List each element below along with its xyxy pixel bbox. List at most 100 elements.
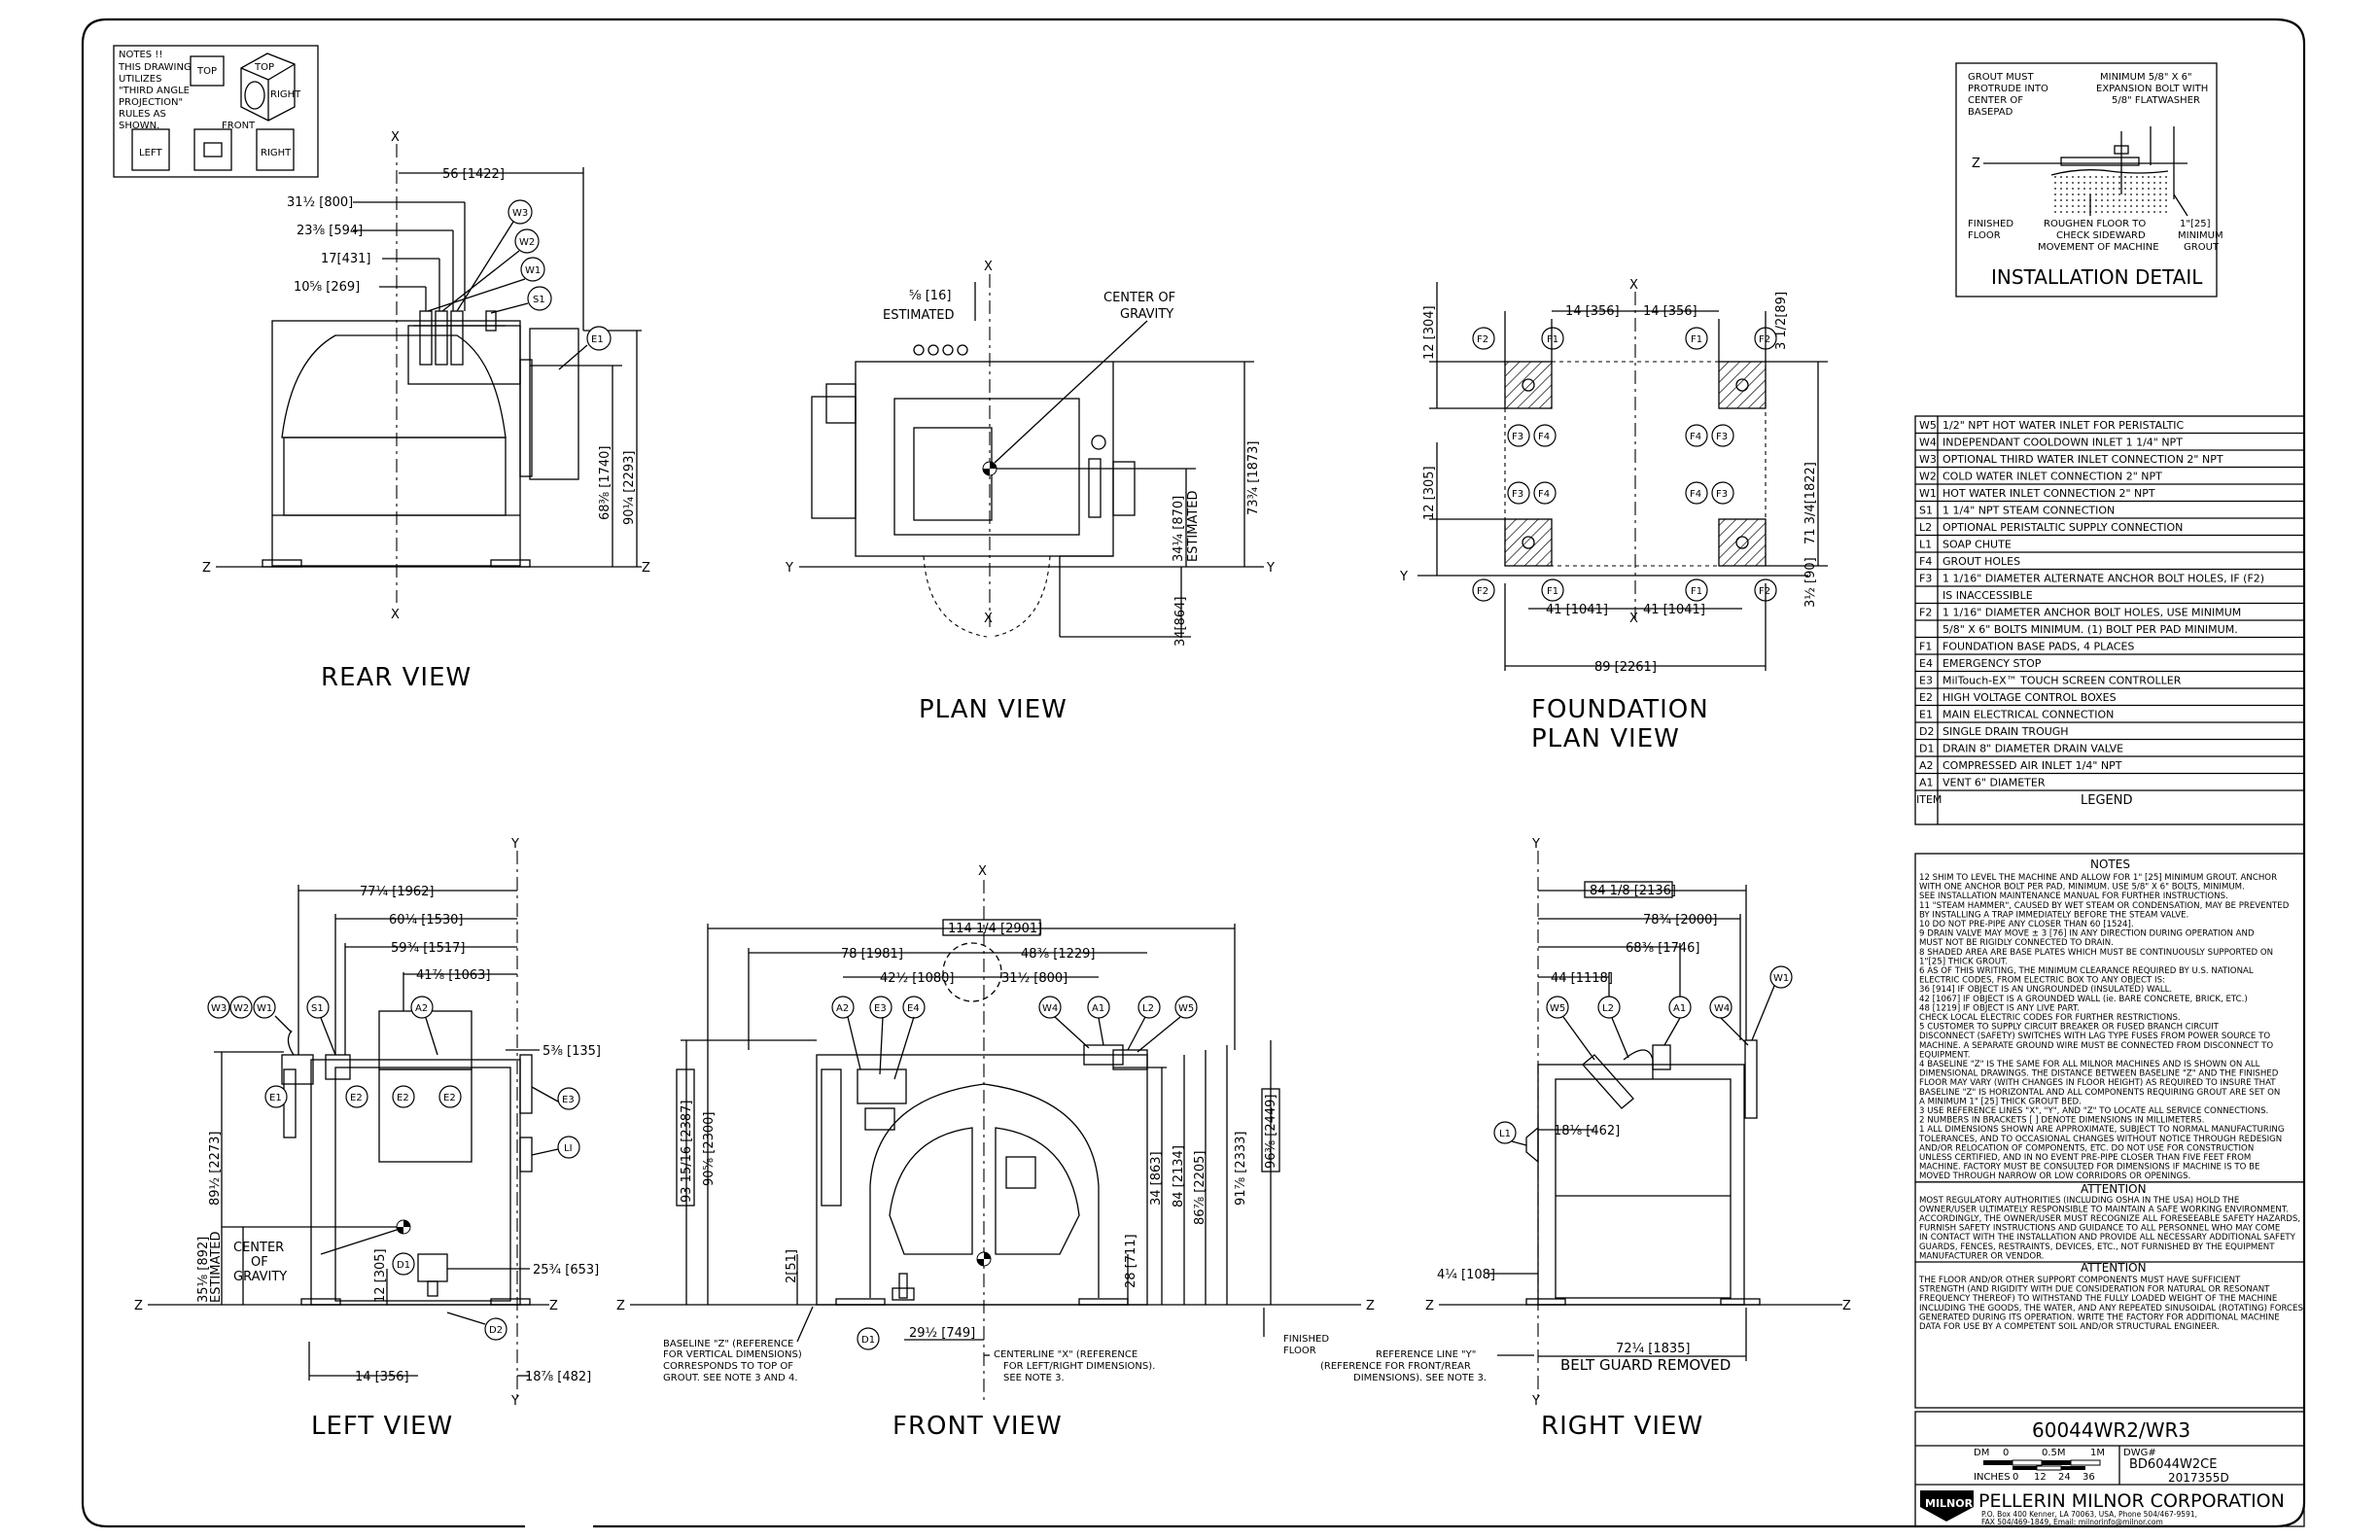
svg-text:X: X [1629, 278, 1638, 293]
svg-text:L2: L2 [1142, 1003, 1154, 1014]
svg-text:FLOOR: FLOOR [1968, 230, 2001, 241]
svg-text:W4: W4 [1714, 1003, 1730, 1014]
svg-text:18⅞ [482]: 18⅞ [482] [525, 1370, 591, 1384]
svg-text:41 [1041]: 41 [1041] [1643, 603, 1705, 617]
svg-text:FINISHED: FINISHED [1968, 219, 2013, 229]
svg-text:90¼ [2293]: 90¼ [2293] [622, 450, 637, 525]
svg-text:34[864]: 34[864] [1173, 597, 1188, 648]
svg-text:59¾ [1517]: 59¾ [1517] [391, 941, 466, 956]
attention-line: ACCORDINGLY, THE OWNER/USER MUST RECOGNI… [1919, 1214, 2300, 1224]
svg-text:73¾ [1873]: 73¾ [1873] [1246, 440, 1261, 515]
svg-text:77¼ [1962]: 77¼ [1962] [360, 885, 435, 899]
svg-text:5⅜ [135]: 5⅜ [135] [542, 1044, 601, 1059]
svg-text:0.5M: 0.5M [2042, 1448, 2066, 1458]
attention-line: THE FLOOR AND/OR OTHER SUPPORT COMPONENT… [1918, 1276, 2241, 1285]
svg-text:CHECK SIDEWARD: CHECK SIDEWARD [2056, 230, 2146, 241]
note-line: 6 AS OF THIS WRITING, THE MINIMUM CLEARA… [1919, 966, 2254, 976]
svg-text:W1: W1 [525, 265, 541, 276]
svg-text:LI: LI [564, 1143, 573, 1154]
svg-text:68⅜ [1740]: 68⅜ [1740] [598, 445, 612, 520]
svg-text:44 [1118]: 44 [1118] [1551, 971, 1613, 986]
milnor-logo: MILNOR [1920, 1490, 1974, 1522]
legend-item-code: E2 [1919, 691, 1933, 704]
svg-text:5/8" FLATWASHER: 5/8" FLATWASHER [2112, 95, 2200, 106]
svg-text:FINISHED: FINISHED [1283, 1334, 1329, 1345]
rear-view: X X Z Z 56 [1422] 31½ [800] 23⅜ [594] 17… [202, 130, 650, 692]
attention-line: OWNER/USER ULTIMATELY RESPONSIBLE TO MAI… [1919, 1205, 2289, 1214]
projection-note: NOTES !! THIS DRAWING UTILIZES "THIRD AN… [113, 45, 319, 178]
svg-text:25¾ [653]: 25¾ [653] [533, 1263, 599, 1278]
svg-text:MINIMUM 5/8" X 6": MINIMUM 5/8" X 6" [2100, 72, 2192, 83]
installation-detail: GROUT MUST PROTRUDE INTO CENTER OF BASEP… [1955, 62, 2223, 298]
svg-text:89 [2261]: 89 [2261] [1594, 660, 1657, 675]
sheet-border [81, 18, 2306, 1528]
svg-text:31½ [800]: 31½ [800] [287, 195, 353, 210]
svg-text:W4: W4 [1042, 1003, 1058, 1014]
svg-text:23⅜ [594]: 23⅜ [594] [297, 224, 363, 238]
legend-item-code: F1 [1919, 641, 1932, 653]
svg-text:PLAN VIEW: PLAN VIEW [919, 695, 1068, 724]
svg-text:90⅝ [2300]: 90⅝ [2300] [702, 1111, 717, 1186]
svg-text:E1: E1 [591, 334, 604, 345]
svg-text:W5: W5 [1178, 1003, 1194, 1014]
svg-text:REAR VIEW: REAR VIEW [321, 663, 472, 692]
legend-item-code: E4 [1919, 657, 1933, 670]
svg-text:F2: F2 [1477, 586, 1488, 597]
legend-item-desc: 1 1/4" NPT STEAM CONNECTION [1942, 505, 2115, 517]
legend-item-code: A1 [1919, 777, 1934, 789]
legend-item-desc: COMPRESSED AIR INLET 1/4" NPT [1942, 759, 2122, 772]
legend-item-code: E1 [1919, 709, 1933, 721]
legend-item-desc: 1 1/16" DIAMETER ALTERNATE ANCHOR BOLT H… [1942, 573, 2264, 585]
attention-line: FURNISH SAFETY INSTRUCTIONS AND GUIDANCE… [1919, 1224, 2280, 1234]
model-number: 60044WR2/WR3 [2032, 1418, 2190, 1442]
note-line: 12 SHIM TO LEVEL THE MACHINE AND ALLOW F… [1919, 873, 2277, 883]
svg-text:⅝ [16]: ⅝ [16] [909, 289, 951, 303]
svg-text:E2: E2 [350, 1093, 363, 1103]
svg-text:34¼ [870]: 34¼ [870] [1172, 496, 1186, 562]
legend-item-code: W5 [1919, 419, 1937, 432]
attention-line: INCLUDING THE GOODS, THE WATER, AND ANY … [1919, 1304, 2303, 1313]
note-line: MACHINE. A SEPARATE GROUND WIRE MUST BE … [1919, 1041, 2273, 1051]
note-line: TOLERANCES, AND TO OCCASIONAL CHANGES WI… [1918, 1135, 2282, 1144]
svg-text:RIGHT: RIGHT [270, 89, 301, 100]
svg-text:1M: 1M [2090, 1448, 2105, 1458]
svg-text:FRONT VIEW: FRONT VIEW [892, 1412, 1063, 1441]
svg-text:F1: F1 [1547, 334, 1558, 345]
note-line: FLOOR MAY VARY (WITH CHANGES IN FLOOR HE… [1919, 1078, 2276, 1088]
svg-text:X: X [1629, 612, 1638, 626]
svg-text:Z: Z [642, 561, 650, 576]
svg-text:FAX 504/469-1849, Email: milno: FAX 504/469-1849, Email: milnorinfo@miln… [1981, 1518, 2163, 1526]
title-block: 60044WR2/WR3 DM 0 0.5M 1M INCHES 0 12 24… [1914, 1411, 2305, 1527]
svg-text:FOR LEFT/RIGHT DIMENSIONS).: FOR LEFT/RIGHT DIMENSIONS). [1003, 1361, 1155, 1372]
svg-text:E1: E1 [269, 1093, 282, 1103]
note-line: 2 NUMBERS IN BRACKETS [ ] DENOTE DIMENSI… [1919, 1116, 2204, 1126]
note-line: 3 USE REFERENCE LINES "X", "Y", AND "Z" … [1919, 1106, 2268, 1116]
legend-item-desc: MAIN ELECTRICAL CONNECTION [1942, 709, 2114, 721]
note-line: DIMENSIONAL DRAWINGS. THE DISTANCE BETWE… [1919, 1069, 2279, 1079]
svg-text:PROTRUDE INTO: PROTRUDE INTO [1968, 84, 2048, 94]
svg-text:MINIMUM: MINIMUM [2178, 230, 2223, 241]
legend-item-desc: OPTIONAL THIRD WATER INLET CONNECTION 2"… [1942, 453, 2223, 466]
legend-item-code: W3 [1919, 453, 1937, 466]
front-view: X Z Z A2 E3 E4 W4 A1 L2 W5 D1 [616, 864, 1375, 1441]
svg-text:56 [1422]: 56 [1422] [442, 167, 505, 182]
legend-title: LEGEND [2081, 793, 2132, 808]
svg-text:FRONT: FRONT [222, 121, 256, 131]
svg-text:"THIRD ANGLE: "THIRD ANGLE [119, 86, 190, 96]
attention-title: ATTENTION [2081, 1261, 2147, 1275]
svg-text:F4: F4 [1690, 432, 1701, 442]
svg-text:X: X [391, 130, 400, 145]
svg-text:S1: S1 [311, 1003, 324, 1014]
note-line: UNLESS CERTIFIED, AND IN NO EVENT PRE-PI… [1919, 1153, 2251, 1163]
svg-text:60¼ [1530]: 60¼ [1530] [389, 913, 464, 928]
note-line: 42 [1067] IF OBJECT IS A GROUNDED WALL (… [1919, 995, 2248, 1004]
svg-text:Y: Y [1531, 837, 1540, 852]
svg-text:F4: F4 [1690, 489, 1701, 500]
note-line: ELECTRIC CODES, FROM ELECTRIC BOX TO ANY… [1919, 976, 2165, 986]
svg-text:DIMENSIONS). SEE NOTE 3.: DIMENSIONS). SEE NOTE 3. [1353, 1373, 1487, 1383]
legend-item-code: S1 [1919, 505, 1933, 517]
svg-text:71 3/4[1822]: 71 3/4[1822] [1803, 462, 1818, 544]
svg-text:GROUT. SEE NOTE 3 AND 4.: GROUT. SEE NOTE 3 AND 4. [663, 1373, 798, 1383]
svg-text:P.O. Box 400 Kenner, LA 70063,: P.O. Box 400 Kenner, LA 70063, USA, Phon… [1981, 1510, 2197, 1519]
